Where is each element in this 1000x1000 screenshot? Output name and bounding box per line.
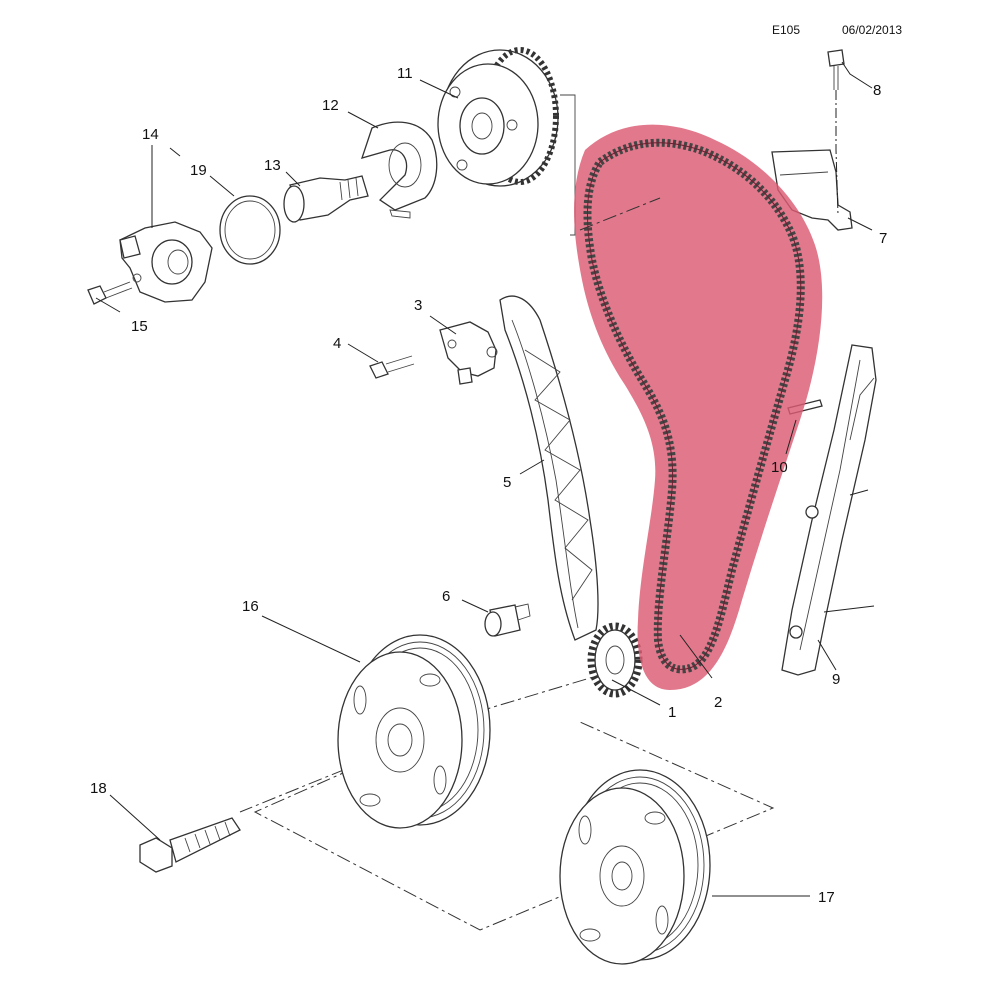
plug[interactable] bbox=[484, 603, 531, 637]
callout-19: 19 bbox=[190, 162, 207, 179]
guide-rail[interactable] bbox=[781, 344, 877, 676]
tensioner-rail[interactable] bbox=[499, 295, 599, 641]
callout-7: 7 bbox=[879, 230, 887, 247]
callout-2: 2 bbox=[714, 694, 722, 711]
tensioner-bolt[interactable] bbox=[369, 355, 415, 379]
diagram-code: E105 bbox=[772, 23, 800, 37]
camshaft-cover-plate[interactable] bbox=[360, 121, 438, 219]
camshaft-axis-line bbox=[579, 197, 661, 231]
callout-16: 16 bbox=[242, 598, 259, 615]
diagram-date: 06/02/2013 bbox=[842, 23, 902, 37]
callout-labels: 1 2 3 4 5 6 7 8 9 10 11 12 13 14 15 16 1… bbox=[90, 65, 887, 906]
damper-pulley[interactable] bbox=[559, 769, 711, 965]
crankshaft-axis-lines bbox=[239, 671, 775, 931]
pulley-bolt[interactable] bbox=[139, 817, 241, 873]
callout-14: 14 bbox=[142, 126, 159, 143]
actuator-bolt[interactable] bbox=[87, 281, 133, 305]
callout-4: 4 bbox=[333, 335, 341, 352]
callout-13: 13 bbox=[264, 157, 281, 174]
chain-tensioner[interactable] bbox=[439, 321, 498, 385]
callout-15: 15 bbox=[131, 318, 148, 335]
callout-18: 18 bbox=[90, 780, 107, 797]
oil-control-valve[interactable] bbox=[283, 175, 369, 223]
timing-chain[interactable] bbox=[583, 138, 805, 674]
callout-9: 9 bbox=[832, 671, 840, 688]
callout-12: 12 bbox=[322, 97, 339, 114]
timing-chain-highlight[interactable] bbox=[574, 124, 823, 691]
callout-11: 11 bbox=[397, 65, 413, 82]
camshaft-actuator[interactable] bbox=[119, 221, 213, 303]
seal-ring[interactable] bbox=[219, 195, 281, 265]
upper-guide-bolt[interactable] bbox=[827, 49, 845, 216]
callout-1: 1 bbox=[668, 704, 676, 721]
crankshaft-pulley[interactable] bbox=[337, 634, 491, 829]
callout-5: 5 bbox=[503, 474, 511, 491]
callout-17: 17 bbox=[818, 889, 835, 906]
callout-10: 10 bbox=[771, 459, 788, 476]
callout-3: 3 bbox=[414, 297, 422, 314]
crankshaft-sprocket[interactable] bbox=[587, 622, 643, 698]
callout-6: 6 bbox=[442, 588, 450, 605]
camshaft-sprocket[interactable] bbox=[437, 47, 576, 236]
callout-8: 8 bbox=[873, 82, 881, 99]
leader-lines bbox=[95, 61, 873, 897]
